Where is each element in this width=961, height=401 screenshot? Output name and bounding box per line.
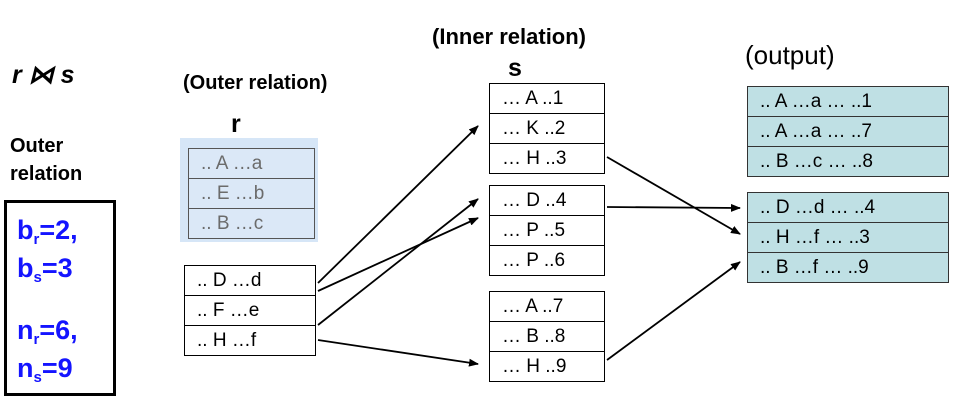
outer-tuple-h: .. H …f (184, 325, 316, 356)
outer-tuple-d: .. D …d (184, 265, 316, 296)
inner-b3-tuple-3: … H ..9 (489, 351, 605, 382)
output-header: (output) (745, 40, 835, 70)
inner-relation-name: s (508, 54, 522, 82)
output-b1-tuple-2: .. A …a … ..7 (747, 116, 949, 147)
stat-br: br=2, (17, 215, 78, 248)
arrow-d4-to-output (606, 203, 741, 212)
outer-label-line2: relation (10, 163, 83, 185)
arrow-h-to-block3 (317, 339, 479, 367)
outer-label-line1: Outer (10, 135, 64, 157)
inner-b1-tuple-3: … H ..3 (489, 143, 605, 174)
outer-relation-header: (Outer relation) (183, 72, 328, 94)
cost-stats-box: br=2, bs=3 nr=6, ns=9 (4, 200, 116, 396)
output-b1-tuple-1: .. A …a … ..1 (747, 86, 949, 117)
arrow-h-to-block1 (317, 198, 479, 326)
outer-cached-tuple-2: .. E …b (188, 178, 315, 209)
outer-cached-tuple-3: .. B …c (188, 208, 315, 239)
inner-b2-tuple-1: … D ..4 (489, 185, 605, 216)
arrow-d-to-block2 (317, 217, 479, 292)
output-b2-tuple-3: .. B …f … ..9 (747, 252, 949, 283)
arrow-h3-to-output (606, 156, 741, 235)
stat-nr: nr=6, (17, 315, 78, 348)
output-b1-tuple-3: .. B …c … ..8 (747, 146, 949, 177)
arrow-h9-to-output (606, 261, 741, 361)
inner-b2-tuple-3: … P ..6 (489, 245, 605, 276)
inner-b2-tuple-2: … P ..5 (489, 215, 605, 246)
outer-relation-name: r (231, 110, 241, 138)
inner-relation-header: (Inner relation) (432, 24, 587, 49)
inner-b3-tuple-1: … A ..7 (489, 291, 605, 322)
join-expression: r ⋈ s (12, 61, 75, 89)
stat-ns: ns=9 (17, 353, 73, 386)
output-b2-tuple-1: .. D …d … ..4 (747, 192, 949, 223)
stat-bs: bs=3 (17, 253, 73, 286)
arrow-d-to-block1 (317, 125, 479, 284)
